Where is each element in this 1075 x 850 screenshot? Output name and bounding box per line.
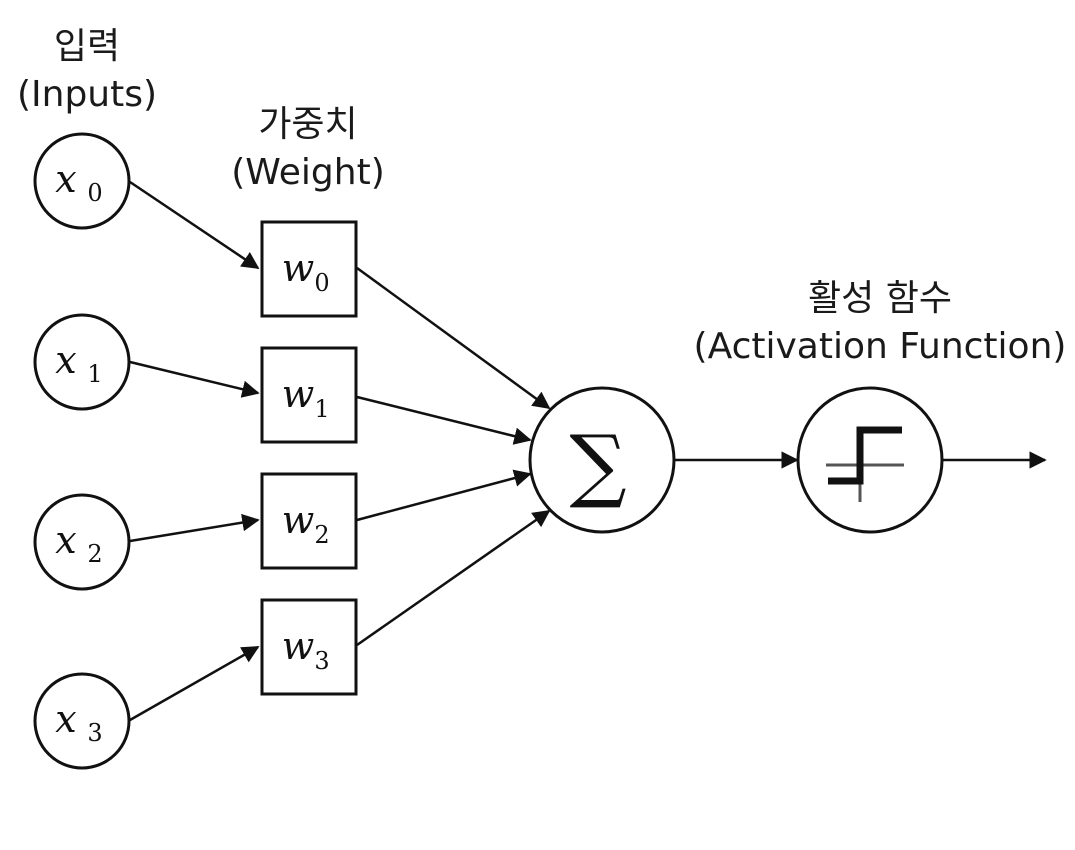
edge-x2-w2 — [129, 513, 260, 543]
input-sub: 2 — [87, 540, 102, 568]
edge-x3-w3 — [129, 645, 260, 722]
edge-x0-w0 — [129, 180, 260, 270]
input-var: x — [55, 157, 76, 201]
activation-label-en: (Activation Function) — [694, 326, 1067, 367]
edge-w0-sum — [356, 266, 551, 410]
input-node-x3: x 3 — [33, 672, 131, 770]
step-function-icon — [826, 426, 904, 502]
edge-x1-w1 — [129, 360, 260, 398]
activation-label-ko: 활성 함수 — [808, 278, 952, 319]
weight-var: w — [282, 624, 315, 668]
input-var: x — [55, 518, 76, 562]
input-node-x2: x 2 — [33, 493, 131, 591]
weight-sub: 3 — [314, 647, 329, 675]
inputs-label-en: (Inputs) — [17, 74, 157, 115]
weight-label-ko: 가중치 — [258, 104, 357, 145]
edge-w3-sum — [356, 509, 551, 647]
weight-sub: 2 — [314, 521, 329, 549]
weight-box-w1: w 1 — [260, 346, 358, 444]
input-var: x — [55, 338, 76, 382]
input-sub: 1 — [87, 360, 102, 388]
weight-sub: 0 — [314, 269, 329, 297]
sigma-symbol: ∑ — [569, 418, 626, 511]
input-node-x0: x 0 — [33, 132, 131, 230]
weight-var: w — [282, 498, 315, 542]
input-node-x1: x 1 — [33, 313, 131, 411]
inputs-label-ko: 입력 — [54, 26, 120, 67]
input-sub: 0 — [87, 179, 102, 207]
input-sub: 3 — [87, 719, 102, 747]
weight-box-w3: w 3 — [260, 598, 358, 696]
activation-node — [796, 386, 944, 534]
weight-label-en: (Weight) — [231, 152, 385, 193]
summation-node: ∑ — [528, 386, 676, 534]
weight-box-w2: w 2 — [260, 472, 358, 570]
weight-sub: 1 — [314, 395, 329, 423]
edge-w2-sum — [356, 469, 532, 522]
input-var: x — [55, 697, 76, 741]
weight-var: w — [282, 246, 315, 290]
edge-w1-sum — [356, 395, 532, 445]
weight-var: w — [282, 372, 315, 416]
weight-box-w0: w 0 — [260, 220, 358, 318]
